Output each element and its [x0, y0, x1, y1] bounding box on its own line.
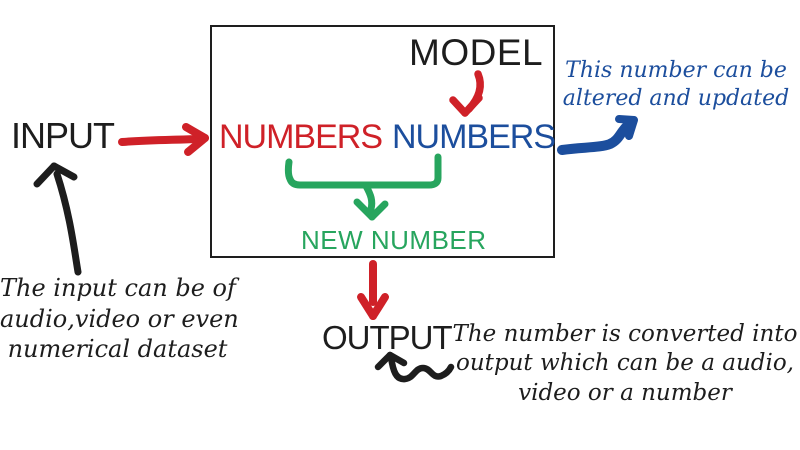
model-box [210, 25, 555, 258]
output-note-arrow-icon [374, 351, 455, 383]
input-note-line3: numerical dataset [7, 335, 228, 364]
model-note: This number can be altered and updated [552, 57, 800, 113]
output-note-line2: output which can be a audio, [455, 350, 794, 377]
numbers-input-label: NUMBERS [219, 118, 383, 156]
input-note-arrow-icon [33, 162, 82, 276]
model-note-line1: This number can be [565, 58, 787, 83]
new-number-label: NEW NUMBER [301, 225, 487, 255]
input-note-line2: audio,video or even [0, 304, 239, 333]
altered-arrow-icon [557, 115, 638, 155]
output-note: The number is converted into output whic… [450, 320, 800, 408]
model-label: MODEL [409, 32, 544, 73]
input-note: The input can be of audio,video or even … [0, 273, 239, 365]
numbers-model-label: NUMBERS [392, 118, 556, 156]
output-note-line3: video or a number [518, 379, 732, 406]
output-note-line1: The number is converted into [452, 321, 798, 347]
output-label: OUTPUT [322, 319, 453, 356]
output-arrow-icon [357, 260, 389, 320]
input-arrow-icon [118, 123, 209, 156]
input-note-line1: The input can be of [0, 274, 236, 302]
input-label: INPUT [11, 115, 115, 156]
model-note-line2: altered and updated [562, 86, 790, 112]
